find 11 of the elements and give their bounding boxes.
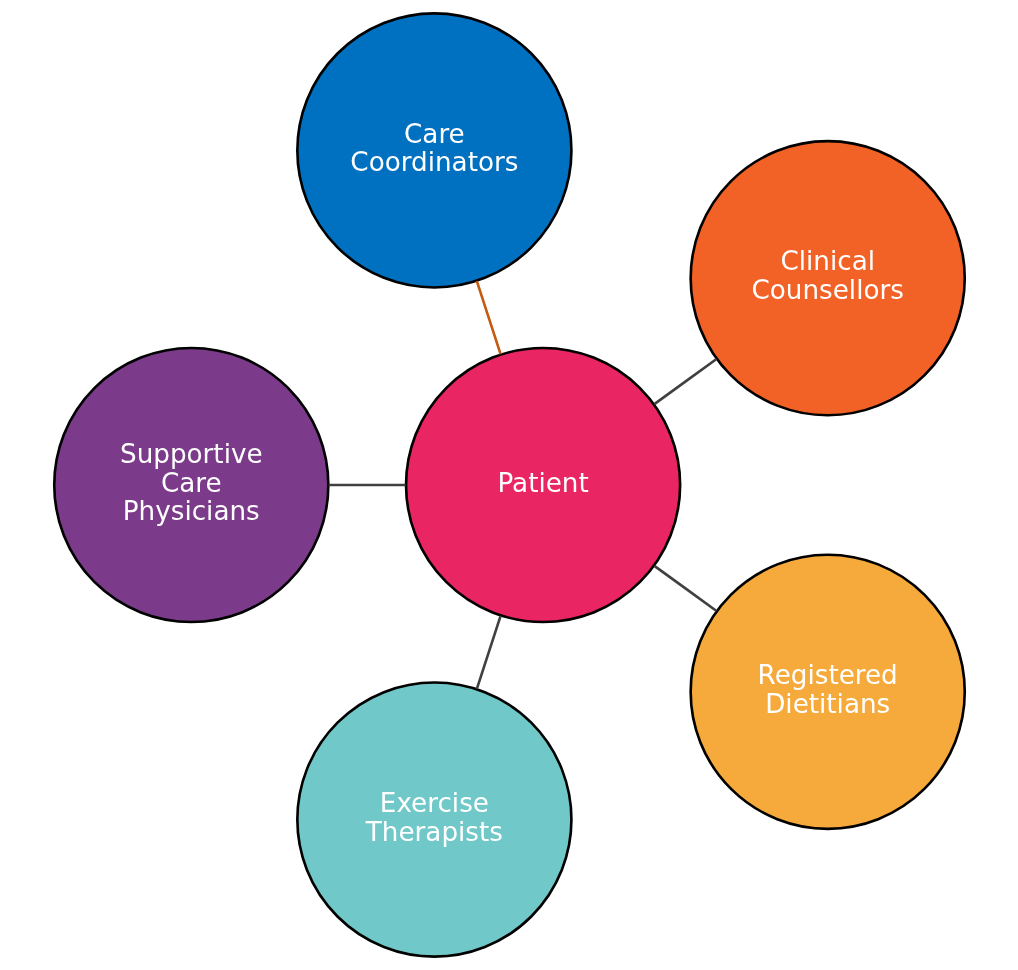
node-circle: Clinical Counsellors: [688, 139, 966, 417]
node-circle: Registered Dietitians: [688, 553, 966, 831]
node-circle: Patient: [404, 346, 681, 624]
connector: [653, 564, 717, 613]
connector: [475, 615, 502, 690]
connector: [328, 483, 406, 487]
node-circle: Supportive Care Physicians: [52, 346, 330, 624]
node-circle: Exercise Therapists: [295, 681, 573, 958]
node-circle: Care Coordinators: [295, 12, 573, 289]
connector: [653, 357, 717, 406]
connector: [475, 280, 502, 355]
